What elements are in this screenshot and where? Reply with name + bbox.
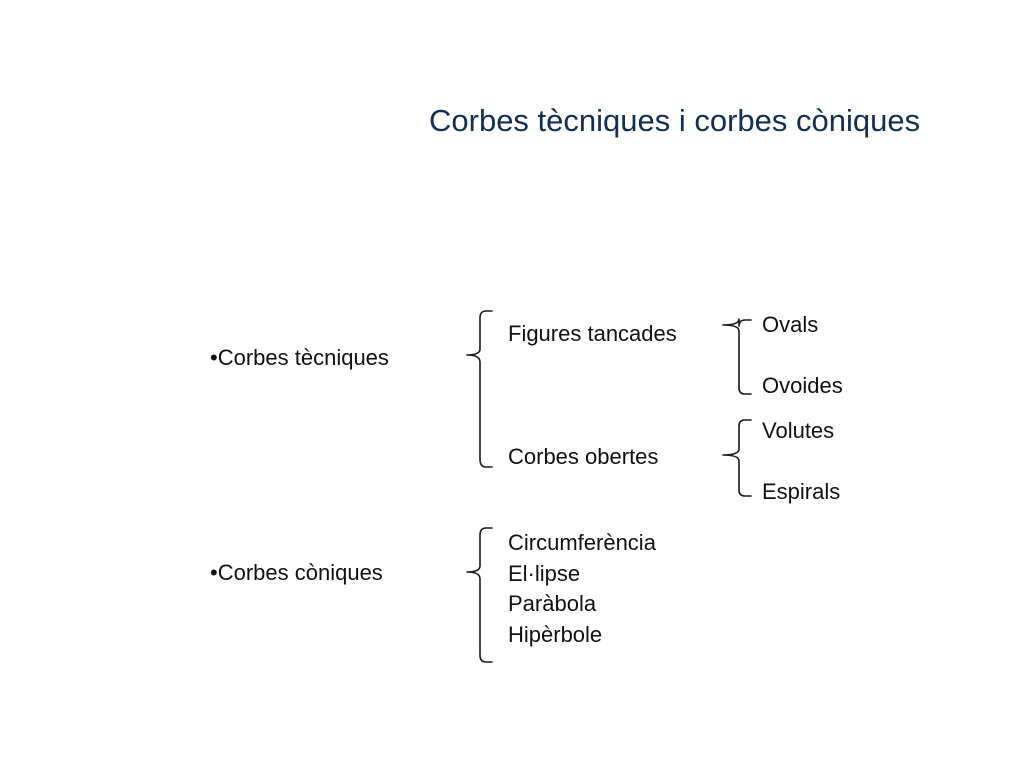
node-volutes: Volutes xyxy=(762,418,835,443)
node-spirals: Espirals xyxy=(762,479,841,504)
node-circumference: Circumferència xyxy=(508,530,656,555)
node-parabola: Paràbola xyxy=(508,591,597,616)
node-ovals: Ovals xyxy=(762,312,819,337)
node-hyperbola: Hipèrbole xyxy=(508,622,603,647)
brace-open-curves xyxy=(722,419,752,497)
node-closed-figures: Figures tancades xyxy=(508,321,677,346)
node-conic-curves: •Corbes còniques xyxy=(210,560,383,585)
brace-closed-figures xyxy=(722,318,752,395)
node-ovoids: Ovoides xyxy=(762,373,843,398)
node-technical-curves: •Corbes tècniques xyxy=(210,345,389,370)
node-open-curves: Corbes obertes xyxy=(508,444,659,469)
node-ellipse: El·lipse xyxy=(508,561,581,586)
slide-title: Corbes tècniques i corbes còniques xyxy=(429,103,921,138)
brace-technical xyxy=(466,310,493,468)
brace-conic xyxy=(466,527,493,663)
